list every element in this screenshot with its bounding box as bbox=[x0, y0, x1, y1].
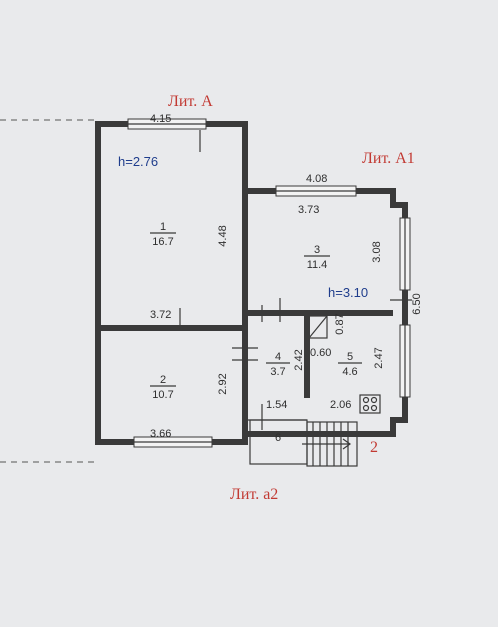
dim-room5-bottom: 2.06 bbox=[330, 399, 351, 411]
svg-text:6: 6 bbox=[275, 432, 281, 444]
room-5-label: 5 4.6 bbox=[338, 351, 362, 378]
dim-room5-side: 2.47 bbox=[373, 347, 385, 368]
height-lit-a: h=2.76 bbox=[118, 154, 158, 169]
room-1-label: 1 16.7 bbox=[150, 221, 176, 248]
dim-side-a: 4.48 bbox=[217, 225, 229, 246]
svg-text:1: 1 bbox=[160, 221, 166, 233]
dim-side-a1-room: 3.08 bbox=[371, 241, 383, 262]
dim-top-a: 4.15 bbox=[150, 113, 171, 125]
lit-a2-label: Лит. а2 bbox=[230, 486, 278, 503]
room-2-label: 2 10.7 bbox=[150, 374, 176, 401]
dim-inner-a1: 3.73 bbox=[298, 204, 319, 216]
dim-top-a1: 4.08 bbox=[306, 173, 327, 185]
hatched-partition bbox=[308, 315, 328, 339]
dim-door-060: 0.60 bbox=[310, 347, 331, 359]
stair-number: 2 bbox=[370, 439, 378, 456]
lit-a1-outer-walls bbox=[245, 188, 408, 437]
svg-text:16.7: 16.7 bbox=[152, 236, 173, 248]
dim-room4-side: 2.42 bbox=[293, 349, 305, 370]
stove-symbol bbox=[359, 394, 381, 414]
svg-text:5: 5 bbox=[347, 351, 353, 363]
svg-text:11.4: 11.4 bbox=[307, 259, 328, 271]
dim-room2-top: 3.72 bbox=[150, 309, 171, 321]
dim-door-087: 0.87 bbox=[334, 313, 346, 334]
lit-a1-label: Лит. А1 bbox=[362, 150, 415, 167]
room-6-label: 6 bbox=[275, 432, 281, 444]
dim-room2-side: 2.92 bbox=[217, 373, 229, 394]
svg-text:3: 3 bbox=[314, 244, 320, 256]
room-4-label: 4 3.7 bbox=[266, 351, 290, 378]
porch-stairs bbox=[302, 421, 358, 467]
svg-text:4.6: 4.6 bbox=[342, 366, 357, 378]
lit-a-label: Лит. А bbox=[168, 93, 213, 110]
dim-side-a1-total: 6.50 bbox=[411, 293, 423, 314]
svg-text:2: 2 bbox=[160, 374, 166, 386]
svg-text:3.7: 3.7 bbox=[270, 366, 285, 378]
dim-room2-bottom: 3.66 bbox=[150, 428, 171, 440]
svg-text:10.7: 10.7 bbox=[152, 389, 173, 401]
svg-text:4: 4 bbox=[275, 351, 281, 363]
dim-room4-bottom: 1.54 bbox=[266, 399, 287, 411]
room-3-label: 3 11.4 bbox=[304, 244, 330, 271]
height-lit-a1: h=3.10 bbox=[328, 285, 368, 300]
